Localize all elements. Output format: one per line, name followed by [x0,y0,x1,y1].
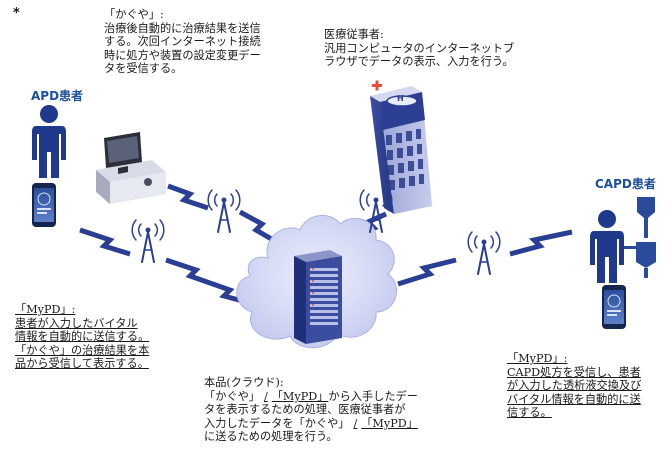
antenna-icon-right [467,231,501,275]
mypd-right-note: 「MyPD」: CAPD処方を受信し、患者 が入力した透析液交換及び バイタル情… [507,352,671,420]
kagoya-note-line: 時に処方や装置の設定変更デー [104,48,261,62]
cloud-note-line: 入力したデータを「かぐや」/「MyPD」 [204,417,418,431]
antenna-icons [131,189,501,275]
staff-note-line: 医療従事者: [324,28,384,41]
cloud-note-separator: / [353,416,358,430]
smartphone-capd-icon [602,285,626,329]
apd-patient-figure-icon [32,105,66,178]
capd-patient-label: CAPD患者 [595,177,656,191]
apd-patient-label: APD患者 [31,89,84,103]
cloud-note-line: タを表示するための処理、医療従事者が [204,403,406,417]
mypd-left-note: 「MyPD」: 患者が入力したバイタル 情報を自動的に送信する。 「かぐや」の治… [15,303,149,371]
cloud-note-line: に送るための処理を行う。 [204,430,338,444]
kagoya-device-icon [96,132,166,204]
mypd-left-note-line: 「MyPD」: [15,303,76,316]
signal-line-left-cloud [165,257,251,306]
building-sign: H [397,94,404,103]
server-icon [294,250,342,344]
cloud-note-mypd: 「MyPD」 [361,416,418,430]
smartphone-apd-icon [32,183,56,227]
cloud-note-kagoya: 「かぐや」 [204,389,260,403]
mypd-right-note-line: が入力した透析液交換及び [507,379,642,393]
medical-cross-icon [372,80,382,91]
capd-bag-icon [624,197,656,278]
signal-line-right-user [509,229,573,257]
cloud-note: 本品(クラウド): 「かぐや」/「MyPD」から入手したデー タを表示するための… [204,376,418,444]
signal-line-device-cloud [238,209,282,247]
mypd-right-note-line: CAPD処方を受信し、患者 [507,365,641,379]
signal-line-right-cloud [397,257,457,287]
mypd-right-note-line: バイタル情報を自動的に送 [507,392,641,406]
kagoya-note-line: 「かぐや」: [104,8,164,21]
signal-line-phone-left [79,227,131,257]
cloud-note-line: 本品(クラウド): [204,376,284,389]
kagoya-note-line: タを受信する。 [104,62,183,76]
staff-note: 医療従事者: 汎用コンピュータのインターネットブ ラウザでデータの表示、入力を行… [324,28,514,69]
antenna-icon-device [207,189,241,233]
capd-patient-figure-icon [590,210,624,283]
mypd-left-note-line: 情報を自動的に送信する。 [15,330,150,344]
mypd-left-note-line: 患者が入力したバイタル [15,316,138,330]
kagoya-note-line: する。次回インターネット接続 [104,35,261,49]
mypd-left-note-line: 「かぐや」の治療結果を本 [15,343,150,357]
signal-line-device [167,183,209,211]
antenna-icon-left [131,219,165,263]
cloud-note-text: から入手したデー [328,389,418,403]
kagoya-note-line: 治療後自動的に治療結果を送信 [104,21,261,35]
cloud-note-text: 入力したデータを「かぐや」 [204,416,350,430]
mypd-right-note-line: 「MyPD」: [507,352,568,365]
hospital-building-icon [370,80,432,214]
kagoya-note: 「かぐや」: 治療後自動的に治療結果を送信 する。次回インターネット接続 時に処… [104,8,261,76]
staff-note-line: 汎用コンピュータのインターネットブ [324,41,515,55]
antenna-icon-building [359,189,393,233]
cloud-note-mypd: 「MyPD」 [271,389,329,403]
staff-note-line: ラウザでデータの表示、入力を行う。 [324,55,514,69]
cloud-note-line: 「かぐや」/「MyPD」から入手したデー [204,390,418,404]
mypd-left-note-line: 品から受信して表示する。 [15,357,149,371]
footnote-star: * [13,6,20,21]
mypd-right-note-line: 信する。 [507,406,552,420]
cloud-note-separator: / [263,389,268,403]
